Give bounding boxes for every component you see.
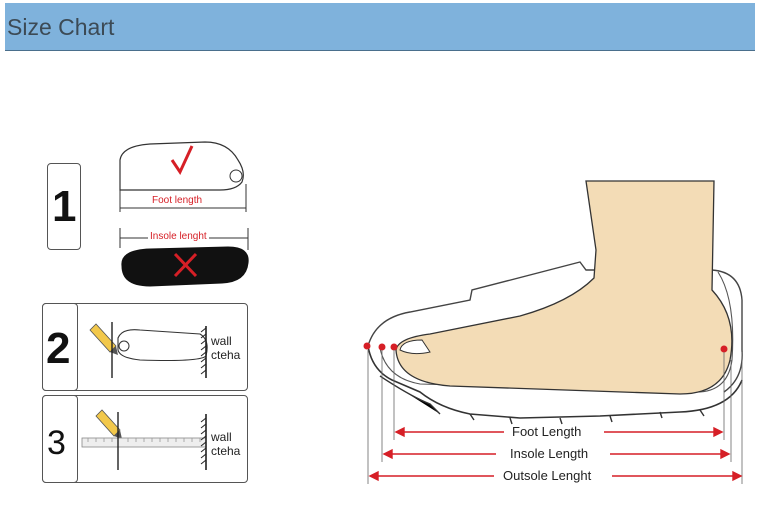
step-2-wall-label: wall: [211, 334, 232, 348]
step-2-wall-sub-label: cteha: [211, 348, 241, 362]
foot-length-label: Foot length: [150, 195, 205, 206]
step-1-number-card: 1: [47, 163, 81, 250]
insole-length-label: Insole lenght: [148, 231, 209, 242]
step-3-wall-label: wall: [211, 430, 232, 444]
check-mark-icon: [170, 145, 194, 176]
step-3-number-card: 3: [42, 395, 78, 483]
step-3-number: 3: [47, 424, 66, 462]
foot-length-arrow: [394, 426, 724, 438]
insole-length-arrow: [382, 448, 731, 460]
step-2-number-card: 2: [42, 303, 78, 391]
title-bar: Size Chart: [5, 3, 755, 51]
measure-point-marker: [720, 345, 728, 353]
step-1-number: 1: [52, 182, 77, 231]
step-3-wall-sub-label: cteha: [211, 444, 241, 458]
outsole-length-arrow: [368, 470, 743, 482]
step-2-number: 2: [46, 324, 71, 373]
shoe-sole-outline: [367, 345, 743, 419]
cross-mark-icon: [173, 252, 198, 278]
page-title: Size Chart: [7, 14, 115, 40]
measure-point-marker: [390, 343, 398, 351]
insole-length-caption: Insole Length: [510, 446, 589, 461]
foot-shape: [395, 180, 733, 395]
measure-point-marker: [378, 343, 386, 351]
measure-point-marker: [363, 342, 371, 350]
outsole-length-caption: Outsole Lenght: [503, 468, 592, 483]
foot-length-caption: Foot Length: [512, 424, 582, 439]
